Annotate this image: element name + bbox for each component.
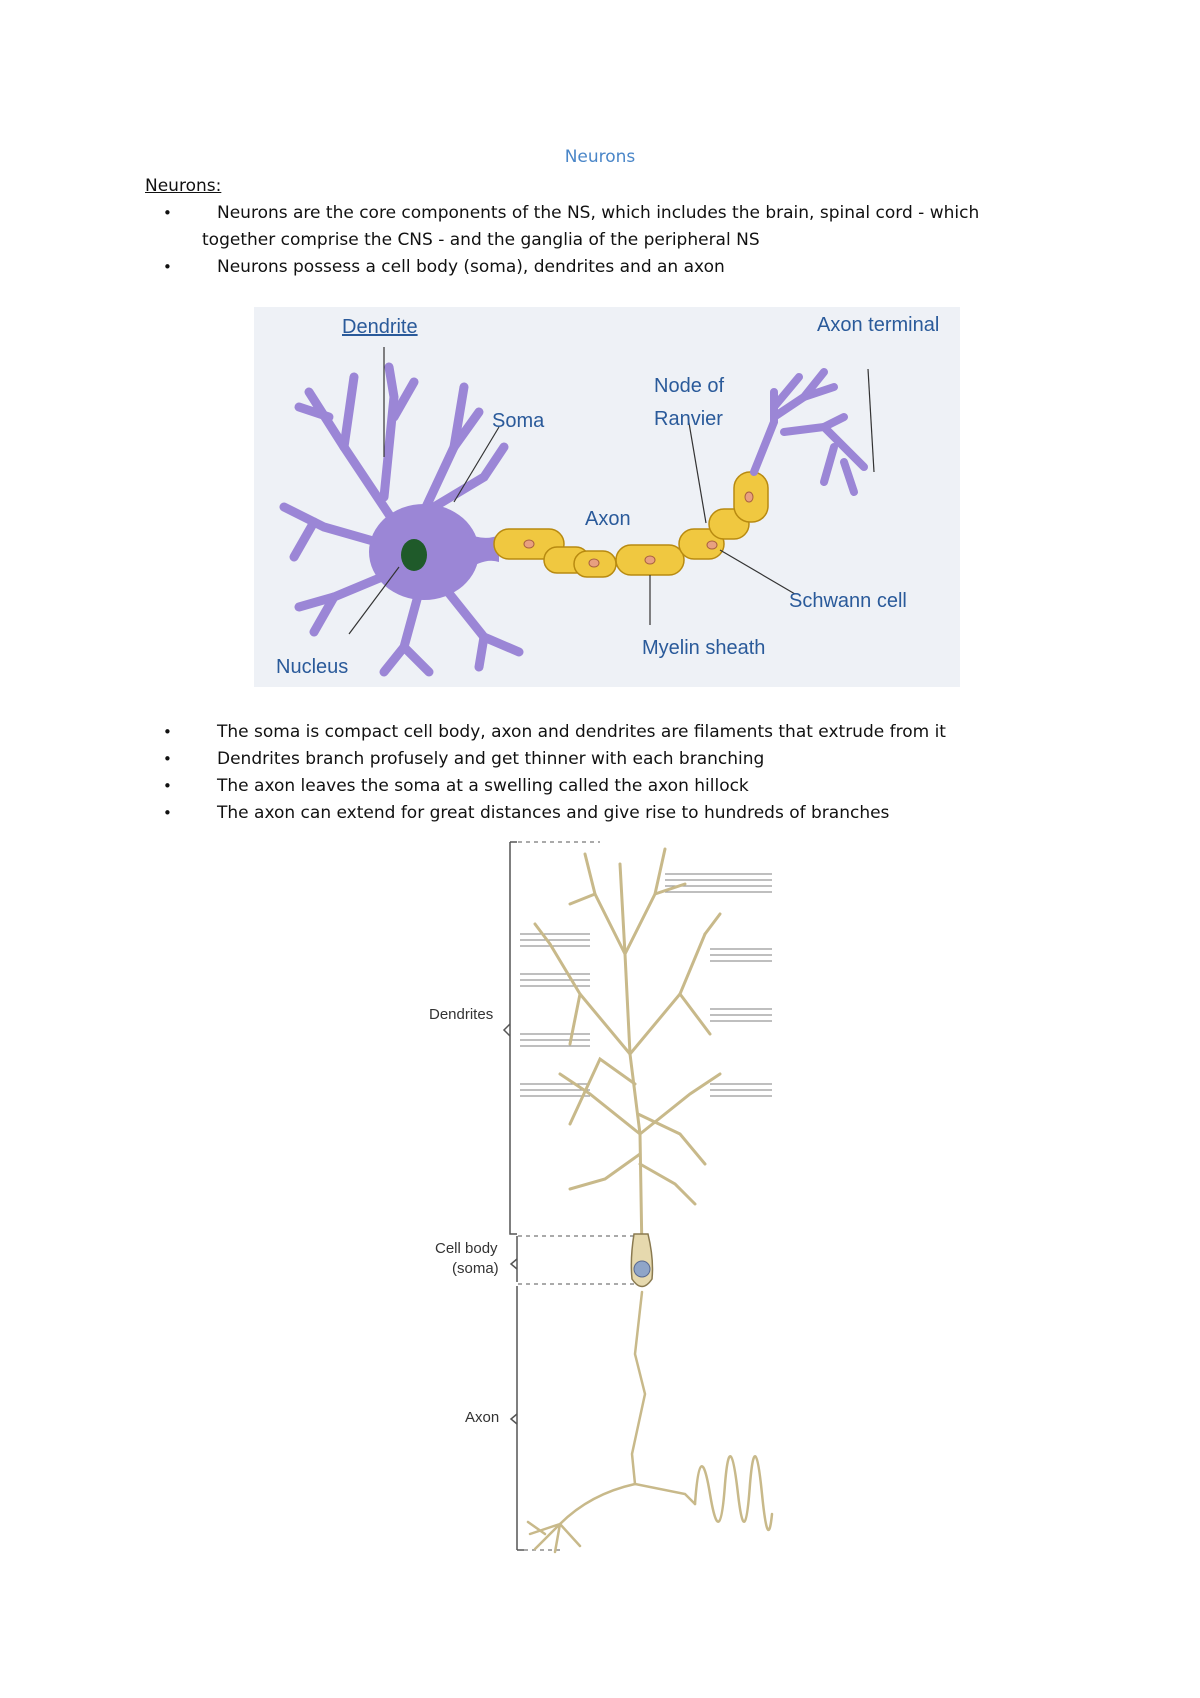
dashed-separators (518, 841, 645, 1551)
bullet-icon: • (163, 750, 172, 768)
neuron-diagram: Dendrite Axon terminal Node of Ranvier S… (254, 307, 960, 687)
nucleus-shape (633, 1260, 651, 1278)
cell-body-label: Cell body (435, 1240, 498, 1257)
axon-hillock-shape (464, 532, 499, 572)
axon-label: Axon (465, 1409, 499, 1426)
dendritic-tree-shape (533, 847, 722, 1256)
myelin-sheath-label: Myelin sheath (642, 637, 765, 659)
input-fibers (520, 873, 772, 1097)
axon-terminal-shape (750, 368, 868, 496)
bullet-icon: • (163, 723, 172, 741)
bullet-icon: • (163, 258, 172, 276)
node-of-label: Node of (654, 375, 724, 397)
page-title: Neurons (564, 147, 636, 167)
schwann-cell-label: Schwann cell (789, 590, 907, 612)
nucleus-label: Nucleus (276, 656, 348, 678)
soma-label: Soma (492, 410, 545, 432)
axon-label: Axon (585, 508, 631, 530)
bullet-icon: • (163, 777, 172, 795)
bullet-icon: • (163, 204, 172, 222)
schwann-nuclei (523, 491, 754, 568)
soma-shape (630, 1233, 654, 1288)
nucleus-shape (401, 539, 427, 571)
axon-shape (526, 1290, 774, 1554)
bullet-icon: • (163, 804, 172, 822)
axon-terminal-label: Axon terminal (817, 314, 939, 336)
soma-label: (soma) (452, 1260, 499, 1277)
region-brackets (502, 841, 524, 1551)
dendrite-label: Dendrite (342, 316, 418, 338)
label-pointer-lines (348, 347, 875, 635)
pyramidal-neuron-diagram: Dendrites Cell body (soma) Axon (429, 841, 774, 1554)
ranvier-label: Ranvier (654, 408, 723, 430)
section-heading: Neurons: (145, 176, 222, 196)
dendrites-label: Dendrites (429, 1006, 493, 1023)
diagram-background (254, 307, 960, 687)
